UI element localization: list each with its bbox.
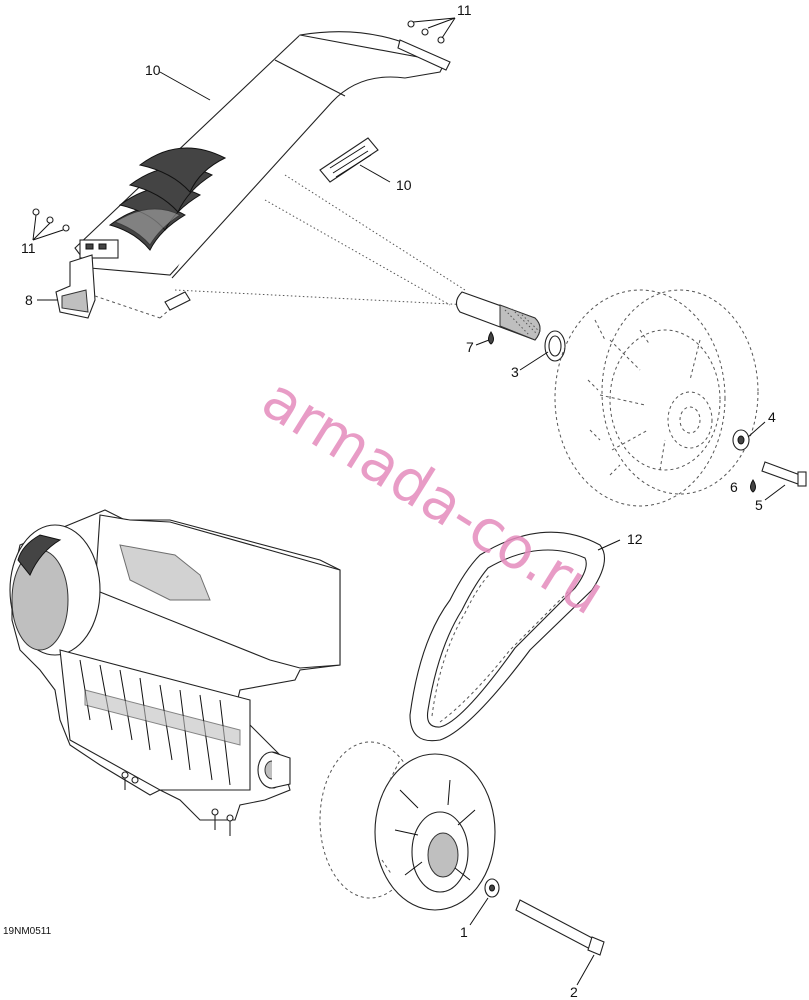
callout-8: 8 [25,292,33,308]
callout-2: 2 [570,984,578,1000]
washer [484,878,500,898]
spacer-ring [544,330,566,362]
pulley-bolt [515,899,605,956]
driven-shaft [455,291,541,341]
callout-4: 4 [768,409,776,425]
leader-lines [32,17,786,986]
phantom-line [94,295,161,319]
bolt [164,291,191,311]
belt-guard [74,31,451,279]
phantom-line [264,199,451,306]
drive-pulley [319,741,496,911]
callout-10-decal: 10 [396,177,412,193]
drive-belt [409,531,606,742]
washer [732,429,750,451]
callout-1: 1 [460,924,468,940]
bracket [55,254,96,319]
callout-10-guard: 10 [145,62,161,78]
callout-6: 6 [730,479,738,495]
engine [9,509,341,836]
reference-code: 19NM0511 [3,926,52,937]
lubricant-icon [488,331,756,493]
phantom-line [174,289,471,306]
callout-7: 7 [466,339,474,355]
callout-12: 12 [627,531,643,547]
bolt [761,461,807,487]
callout-5: 5 [755,497,763,513]
callout-11-left: 11 [21,240,36,256]
callout-11-top: 11 [457,2,472,18]
callout-labels: 11 10 10 11 8 7 3 4 6 5 12 1 2 [21,2,776,1000]
phantom-line [284,174,466,291]
callout-3: 3 [511,364,519,380]
driven-pulley [554,289,759,507]
decal-label [319,137,379,183]
